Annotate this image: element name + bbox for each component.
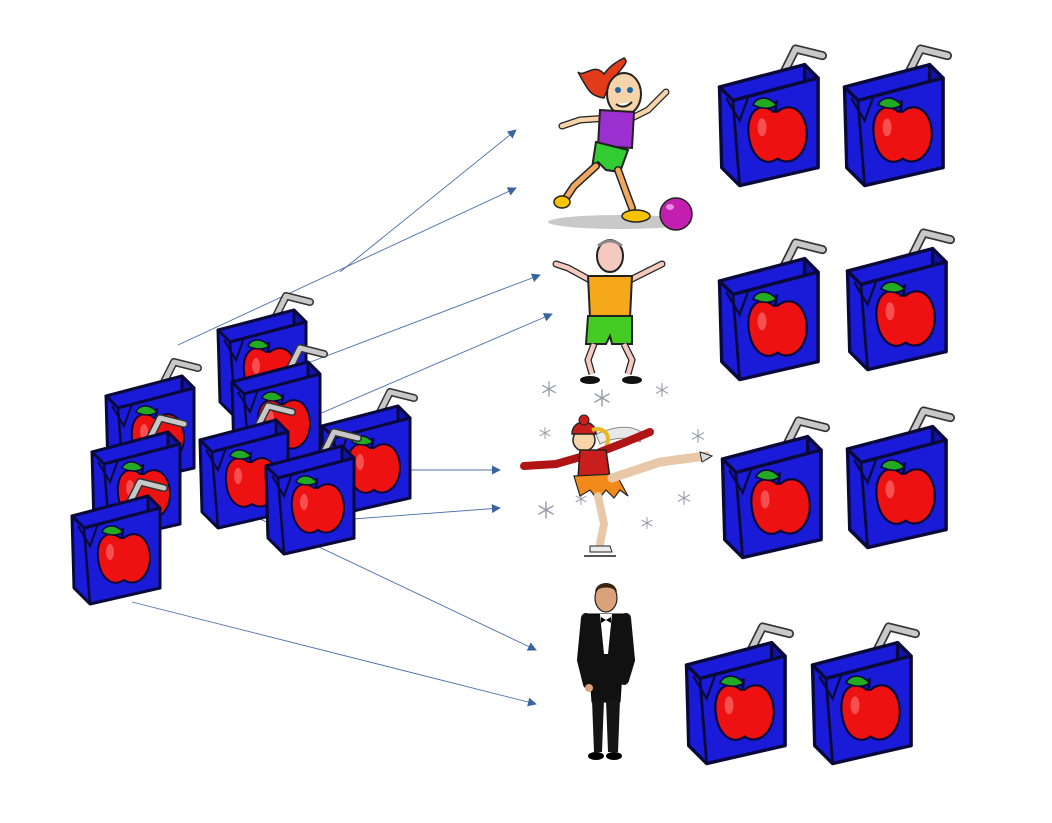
arrow-to-figure-skater-2 [339,504,501,521]
arrow-to-man-in-tuxedo-2 [131,601,537,707]
figure-skater-juice-boxes [722,411,950,558]
soccer-girl-juice-boxes [719,49,947,186]
man-in-tuxedo-juice-boxes [686,627,915,764]
juice-box-icon [722,421,825,558]
juice-box-icon [844,49,947,186]
snowflake-icon [641,516,653,530]
snowflake-icon [539,426,551,440]
figure-skater-icon [520,381,714,557]
juice-box-icon [812,627,915,764]
juice-box-icon [686,627,789,764]
snowflake-icon [594,389,610,407]
snowflake-icon [542,381,556,397]
arrow-to-soccer-girl-2 [177,187,517,346]
arrow-to-soccer-girl-1 [339,129,517,273]
juice-box-icon [847,233,950,370]
snowflake-icon [538,501,554,519]
snowflake-icon [655,383,669,397]
arrow-to-exercising-man-1 [299,273,541,367]
juice-box-icon [847,411,950,548]
soccer-girl-icon [548,57,693,231]
exercising-man-juice-boxes [719,233,950,380]
juice-box-icon [719,243,822,380]
snowflake-icon [677,491,691,505]
man-in-tuxedo-icon [576,583,636,760]
exercising-man-icon [552,239,666,384]
snowflake-icon [691,429,705,443]
juice-box-icon [719,49,822,186]
